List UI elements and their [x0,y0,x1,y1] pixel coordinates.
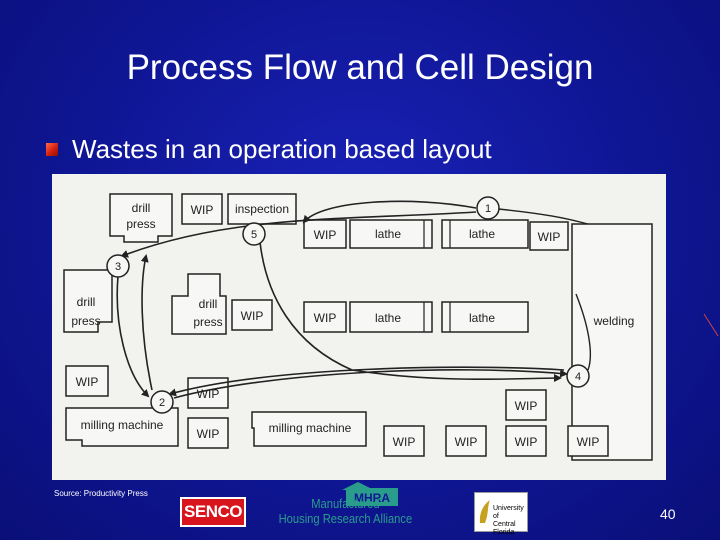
lathe-label: lathe [375,311,401,325]
ucf-line-1: University of [493,505,524,520]
mhra-line-2: Housing Research Alliance [278,511,413,526]
flow-arrow-start-to-1 [487,207,589,225]
lathe-box-row2-a [349,301,433,333]
flow-arrow-1-to-5 [302,200,477,224]
step-circle-4: 4 [566,364,590,388]
wip-box-lathe-row2 [303,301,347,333]
wip-label: WIP [197,387,220,401]
flow-arrow-5-down [259,241,562,383]
bullet-text: Wastes in an operation based layout [72,134,492,164]
step-number: 5 [251,229,257,241]
wip-label: WIP [515,435,538,449]
drill-press-mid-label-1: drill [199,297,218,311]
wip-label: WIP [314,228,337,242]
mhra-badge-text: MHRA [354,491,390,505]
drill-press-top-label-1: drill [132,201,151,215]
wip-label: WIP [241,309,264,323]
wip-label: WIP [455,435,478,449]
drill-press-top-label-2: press [126,217,155,231]
ucf-wordmark: University of Central Florida [493,505,527,537]
wip-box-mill-2 [187,417,229,449]
decorative-line [703,313,719,337]
step-circle-5: 5 [242,222,266,246]
wip-label: WIP [393,435,416,449]
mhra-logo: MHRA Manufactured Housing Research Allia… [268,482,448,530]
wip-box-bottom-4 [567,425,609,457]
wip-label: WIP [515,399,538,413]
milling-machine-left-box [65,407,179,447]
wip-box-bottom-2 [445,425,487,457]
flow-arrow-3-down [116,275,150,398]
wip-box-bottom-1 [383,425,425,457]
ucf-logo: University of Central Florida [474,492,528,536]
wip-box-left [65,365,109,397]
wip-label: WIP [577,435,600,449]
ucf-line-2: Central [493,521,516,528]
milling-machine-left-label: milling machine [81,418,164,432]
bullet-square-icon [46,143,58,156]
layout-diagram: drill press WIP inspection WIP lathe lat… [52,174,666,480]
slide-title: Process Flow and Cell Design [126,48,594,87]
step-number: 4 [575,371,581,383]
inspection-label: inspection [235,202,289,216]
layout-diagram-svg: drill press WIP inspection WIP lathe lat… [63,193,653,461]
step-circle-1: 1 [476,196,500,220]
welding-box [571,223,653,461]
source-caption: Source: Productivity Press [54,489,148,498]
milling-machine-right-box [251,411,367,447]
flow-arrow-2-up [140,254,153,391]
page-number: 40 [660,506,676,522]
wip-box-top-1 [181,193,223,225]
bullet-item: Wastes in an operation based layout [46,134,492,165]
ucf-line-3: Florida [493,529,515,536]
mhra-house-icon: MHRA [342,482,398,506]
flow-arrow-to-welding [575,293,591,371]
lathe-label: lathe [469,311,495,325]
drill-press-mid-label-2: press [193,315,222,329]
wip-box-lathe-row1-left [303,219,347,249]
wip-box-mid [231,299,273,331]
step-number: 2 [159,397,165,409]
step-circle-3: 3 [106,254,130,278]
drill-press-left-label-2: press [71,314,100,328]
lathe-box-row1-b [441,219,529,249]
wip-label: WIP [314,311,337,325]
wip-label: WIP [76,375,99,389]
lathe-box-row1-a [349,219,433,249]
mhra-line-1: Manufactured [311,496,380,511]
lathe-label: lathe [469,227,495,241]
drill-press-left-label-1: drill [77,295,96,309]
milling-machine-right-label: milling machine [269,421,352,435]
flow-arrow-4-to-2 [168,366,565,397]
step-number: 1 [485,203,491,215]
wip-label: WIP [191,203,214,217]
lathe-label: lathe [375,227,401,241]
step-circle-2: 2 [150,390,174,414]
wip-label: WIP [197,427,220,441]
wip-label: WIP [538,230,561,244]
step-number: 3 [115,261,121,273]
drill-press-top-box [109,193,173,243]
flow-arrow-1-to-3 [120,211,477,258]
drill-press-mid-box [171,273,227,335]
lathe-box-row2-b [441,301,529,333]
wip-box-bottom-3 [505,425,547,457]
welding-label: welding [593,314,635,328]
senco-logo: SENCO [180,497,246,527]
wip-box-lathe-row1-right [529,221,569,251]
wip-box-bottom-upper [505,389,547,421]
pegasus-icon [479,500,490,523]
